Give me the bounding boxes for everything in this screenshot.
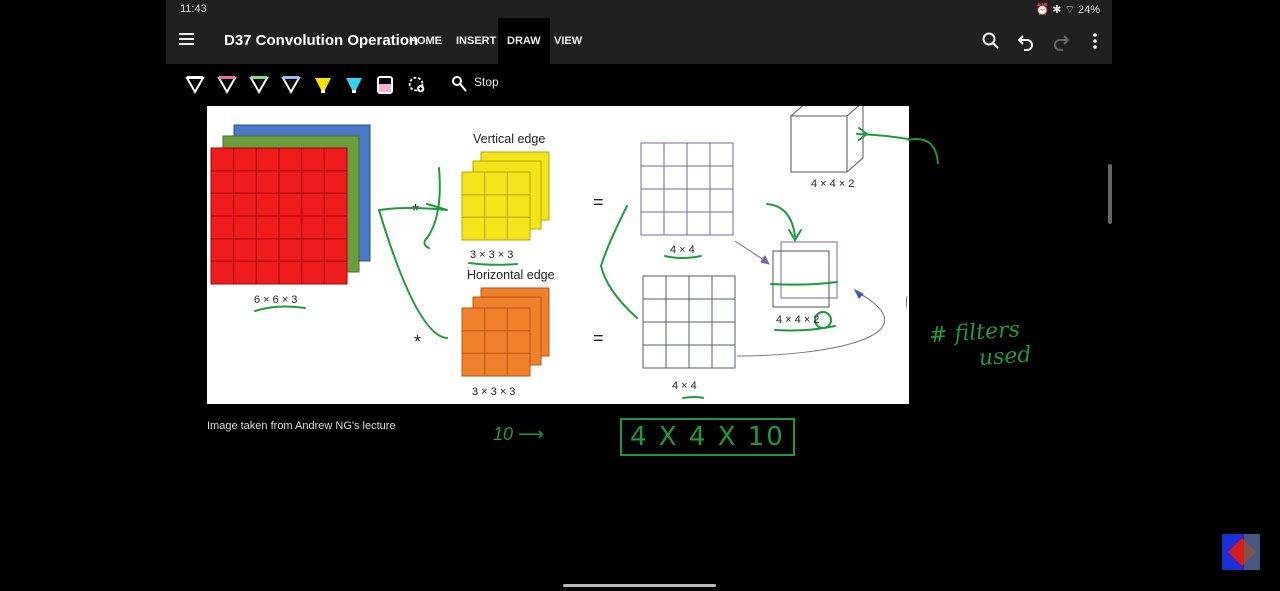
result-box: 4 X 4 X 10 [620, 418, 795, 456]
app-bar: D37 Convolution Operation HOME INSERT DR… [166, 18, 1112, 64]
horizontal-edge-filter [461, 287, 550, 377]
output-top-size: 4 × 4 [670, 244, 695, 256]
search-icon[interactable] [980, 30, 1002, 52]
vertical-filter-size: 3 × 3 × 3 [470, 249, 514, 261]
image-credit: Image taken from Andrew NG's lecture [207, 420, 396, 432]
conv-symbol-bottom: * [414, 332, 421, 352]
stop-pen-icon[interactable] [450, 74, 468, 94]
output-arrows [734, 240, 885, 357]
horizontal-edge-label: Horizontal edge [467, 268, 555, 282]
channel-logo-icon [1222, 534, 1260, 570]
redo-icon[interactable] [1050, 30, 1072, 52]
count-note: 10 ⟶ [493, 424, 544, 444]
output-grid-bottom [642, 275, 736, 369]
output-grid-top [640, 142, 734, 236]
pen-blue-icon[interactable] [281, 74, 301, 96]
stop-button[interactable]: Stop [474, 75, 499, 89]
slide-image: * * = = [207, 106, 909, 404]
ink-strokes-margin [906, 138, 939, 310]
tab-home[interactable]: HOME [409, 35, 442, 47]
status-bar: 11:43 ⏰ ✱ ⌔ 24% [166, 0, 1112, 18]
pen-white-icon[interactable] [185, 74, 205, 96]
highlighter-cyan-icon[interactable] [344, 74, 364, 96]
hamburger-menu-icon[interactable] [178, 30, 196, 48]
equals-top: = [593, 192, 604, 212]
vertical-edge-label: Vertical edge [473, 132, 546, 146]
status-battery: ⏰ ✱ ⌔ 24% [1035, 4, 1100, 16]
result-value: 4 X 4 X 10 [630, 422, 785, 452]
app-window: 11:43 ⏰ ✱ ⌔ 24% D37 Convolution Operatio… [166, 0, 1112, 580]
stacked-output-size: 4 × 4 × 2 [776, 314, 820, 326]
equals-bottom: = [593, 328, 604, 348]
vertical-edge-filter [461, 151, 550, 241]
filters-note: # filters used [928, 317, 1032, 376]
output-bottom-size: 4 × 4 [672, 380, 697, 392]
horizontal-filter-size: 3 × 3 × 3 [472, 386, 516, 398]
tab-insert[interactable]: INSERT [456, 35, 497, 47]
pen-pink-icon[interactable] [217, 74, 237, 96]
stacked-output [772, 241, 838, 308]
count-value: 10 [493, 424, 514, 444]
pen-green-icon[interactable] [249, 74, 269, 96]
more-icon[interactable] [1084, 30, 1106, 52]
cube-size: 4 × 4 × 2 [811, 178, 855, 190]
home-indicator[interactable] [563, 584, 716, 587]
status-time: 11:43 [180, 3, 207, 15]
undo-icon[interactable] [1015, 30, 1037, 52]
battery-level: 24% [1077, 4, 1100, 16]
draw-toolbar: Stop [166, 64, 1112, 106]
convolution-diagram: * * = = [210, 106, 909, 399]
tab-view[interactable]: VIEW [554, 35, 583, 47]
highlighter-yellow-icon[interactable] [313, 74, 333, 96]
highlighter-pink-icon[interactable] [375, 74, 395, 96]
input-size-label: 6 × 6 × 3 [254, 294, 298, 306]
input-volume [210, 124, 371, 285]
note-canvas[interactable]: * * = = [166, 106, 1112, 580]
scrollbar-thumb[interactable] [1108, 164, 1112, 224]
ink-strokes-slide [254, 127, 909, 399]
conv-symbol-top: * [412, 201, 419, 221]
tab-draw[interactable]: DRAW [498, 18, 550, 64]
output-cube [790, 106, 864, 173]
document-title: D37 Convolution Operation [224, 32, 419, 49]
lasso-add-icon[interactable] [407, 74, 427, 96]
